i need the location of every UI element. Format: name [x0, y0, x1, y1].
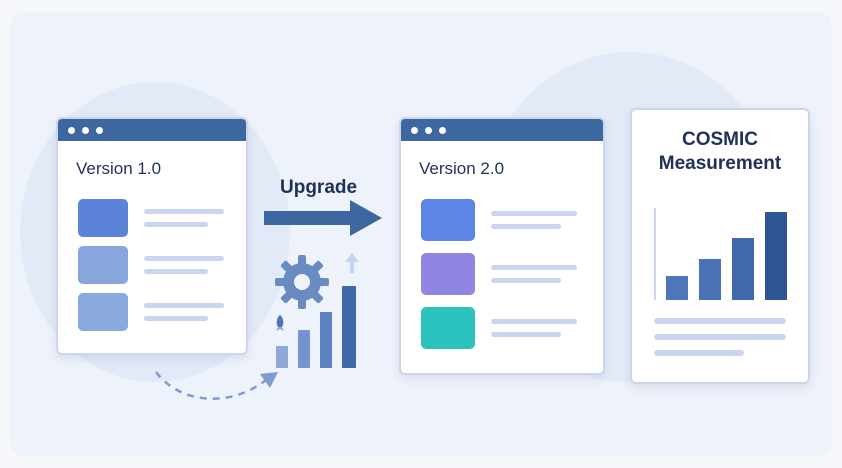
content-row [421, 307, 577, 349]
cosmic-measurement-card: COSMIC Measurement [630, 108, 810, 384]
curved-dashed-arrow-icon [155, 371, 278, 400]
measurement-bar [666, 276, 688, 300]
gear-icon [275, 255, 329, 309]
text-line [144, 209, 224, 214]
text-placeholder [491, 265, 577, 283]
window-dot [411, 126, 418, 134]
text-placeholder [491, 319, 577, 337]
growth-bar [342, 286, 356, 368]
content-block [421, 253, 475, 295]
card-title: COSMIC Measurement [632, 128, 808, 176]
text-line [144, 269, 208, 274]
window-dot [439, 126, 446, 134]
content-block [78, 246, 128, 284]
window-dot [68, 126, 75, 134]
text-placeholder [144, 303, 224, 321]
upgrade-label: Upgrade [280, 177, 358, 198]
window-dot [425, 126, 432, 134]
growth-bar [320, 312, 332, 368]
growth-bar [276, 346, 288, 368]
content-row [421, 199, 577, 241]
content-row [421, 253, 577, 295]
content-block [78, 199, 128, 237]
text-line [491, 278, 561, 283]
text-line [144, 316, 208, 321]
text-line [491, 265, 577, 270]
text-placeholder [491, 211, 577, 229]
text-line [491, 211, 577, 216]
arrow-up-icon [345, 253, 359, 273]
content-block [421, 199, 475, 241]
text-line [491, 332, 561, 337]
version-2-window: Version 2.0 [399, 117, 605, 375]
window-dot [82, 126, 89, 134]
bar-area [660, 210, 787, 300]
diagram-canvas: Version 1.0 Upgrade [10, 12, 832, 456]
window-titlebar [401, 119, 603, 141]
text-placeholder [144, 209, 224, 227]
right-arrow-icon [264, 200, 382, 236]
version-2-title: Version 2.0 [419, 159, 505, 178]
version-1-title: Version 1.0 [76, 159, 162, 178]
window-titlebar [58, 119, 246, 141]
growth-bar [298, 330, 310, 368]
window-dot [96, 126, 103, 134]
text-line [491, 224, 561, 229]
measurement-bar [699, 259, 721, 300]
content-row [78, 199, 224, 237]
text-line [654, 334, 786, 340]
card-title-line-1: COSMIC [682, 129, 758, 150]
text-placeholder [144, 256, 224, 274]
text-line [654, 318, 786, 324]
version-1-window: Version 1.0 [56, 117, 248, 355]
card-title-line-2: Measurement [658, 153, 782, 174]
content-row [78, 246, 224, 284]
rocket-icon [276, 315, 284, 331]
measurement-chart [654, 208, 787, 300]
text-line [144, 303, 224, 308]
measurement-bar [765, 212, 787, 300]
text-line [144, 222, 208, 227]
content-block [78, 293, 128, 331]
growth-bars [276, 282, 366, 368]
measurement-bar [732, 238, 754, 300]
text-line [144, 256, 224, 261]
content-row [78, 293, 224, 331]
text-line [491, 319, 577, 324]
content-block [421, 307, 475, 349]
text-line [654, 350, 744, 356]
